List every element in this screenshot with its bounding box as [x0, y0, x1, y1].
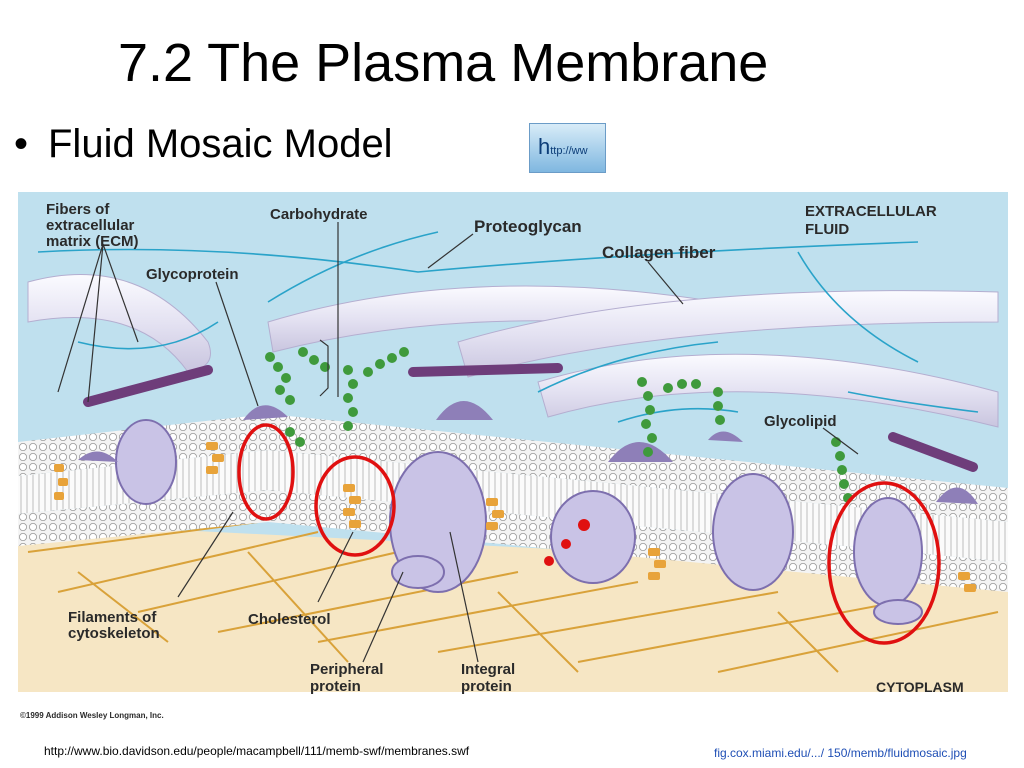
carbohydrate-chains: [265, 347, 853, 503]
label-cholesterol: Cholesterol: [248, 611, 331, 628]
label-extracellular-2: FLUID: [805, 221, 849, 238]
bullet-text: Fluid Mosaic Model: [48, 122, 393, 166]
link-icon-text: http://ww: [538, 134, 588, 159]
label-cytoplasm: CYTOPLASM: [876, 679, 964, 695]
source-url-left: http://www.bio.davidson.edu/people/macam…: [44, 744, 470, 758]
label-integral-1: Integral: [461, 661, 515, 678]
label-leader-lines: [57, 222, 859, 663]
proteins: [115, 419, 923, 625]
proteoglycan-branches: [37, 231, 979, 423]
label-filaments-2: cytoskeleton: [68, 625, 160, 642]
label-extracellular-1: EXTRACELLULAR: [805, 203, 937, 220]
highlight-circles: [237, 423, 941, 645]
slide-title: 7.2 The Plasma Membrane: [118, 33, 769, 93]
cholesterol-molecules: [54, 442, 976, 592]
label-ecm-2: extracellular: [46, 217, 135, 234]
label-glycolipid: Glycolipid: [764, 413, 837, 430]
label-ecm-1: Fibers of: [46, 201, 110, 218]
collagen-fibers: [27, 274, 999, 428]
label-glycoprotein: Glycoprotein: [146, 266, 239, 283]
label-peripheral-2: protein: [310, 678, 361, 695]
cytoskeleton-filaments: [27, 521, 999, 673]
label-proteoglycan: Proteoglycan: [474, 217, 582, 236]
label-peripheral-1: Peripheral: [310, 661, 383, 678]
membrane-illustration: Fibers of extracellular matrix (ECM) Car…: [18, 192, 1008, 724]
peripheral-proteins: [78, 401, 978, 504]
label-ecm-3: matrix (ECM): [46, 233, 139, 250]
ecm-fibers: [83, 363, 978, 472]
protein-channel-dots: [544, 519, 590, 566]
source-url-right: fig.cox.miami.edu/.../ 150/memb/fluidmos…: [714, 746, 967, 760]
hyperlink-icon[interactable]: http://ww: [529, 123, 606, 173]
bullet-item: • Fluid Mosaic Model: [14, 122, 393, 166]
fluid-mosaic-diagram: Fibers of extracellular matrix (ECM) Car…: [18, 192, 1008, 724]
label-collagen: Collagen fiber: [602, 243, 716, 262]
label-filaments-1: Filaments of: [68, 609, 157, 626]
diagram-labels: Fibers of extracellular matrix (ECM) Car…: [20, 201, 964, 720]
bullet-dot-icon: •: [14, 122, 29, 166]
label-copyright: ©1999 Addison Wesley Longman, Inc.: [20, 711, 164, 720]
label-integral-2: protein: [461, 678, 512, 695]
label-carbohydrate: Carbohydrate: [270, 206, 368, 223]
